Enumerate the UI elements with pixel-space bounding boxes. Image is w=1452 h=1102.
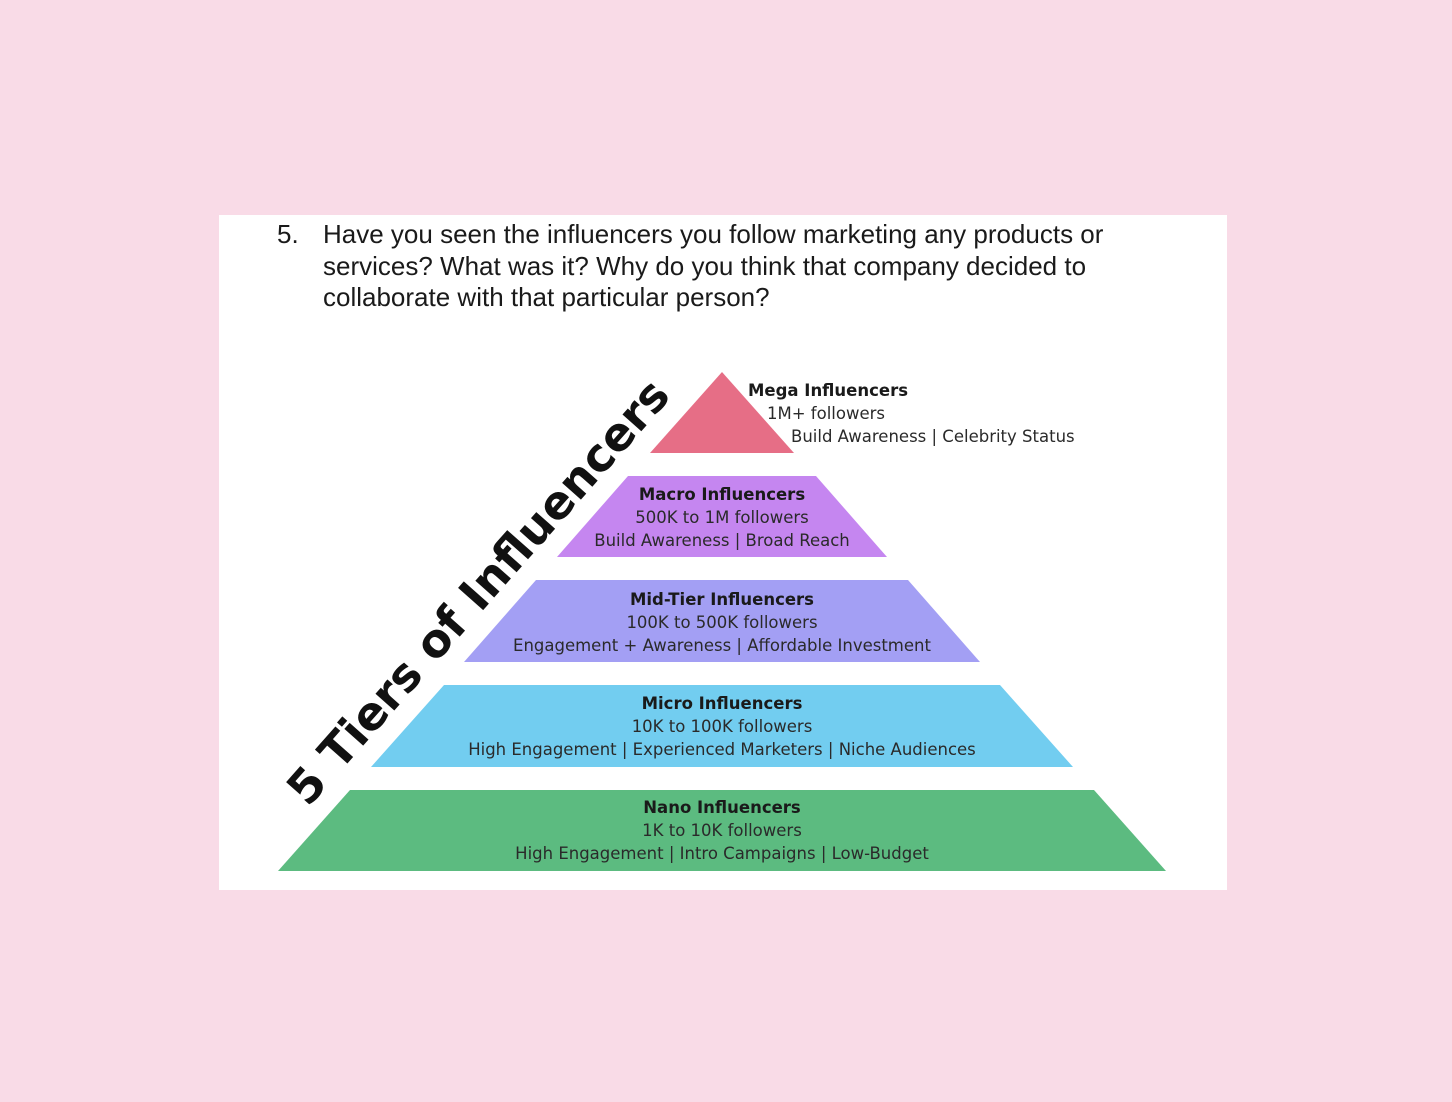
tier-nano-shape	[278, 790, 1166, 871]
tier-mega-followers: 1M+ followers	[767, 404, 885, 423]
tier-micro-name: Micro Influencers	[642, 694, 803, 713]
tier-macro-shape	[557, 476, 887, 557]
question-text: Have you seen the influencers you follow…	[323, 219, 1104, 312]
tier-nano-goals: High Engagement | Intro Campaigns | Low-…	[515, 844, 929, 863]
tier-macro-name: Macro Influencers	[639, 485, 805, 504]
tier-midtier-followers: 100K to 500K followers	[626, 613, 817, 632]
tier-mega-name: Mega Influencers	[748, 381, 908, 400]
tier-nano-name: Nano Influencers	[643, 798, 801, 817]
tier-micro-shape	[371, 685, 1073, 767]
tier-nano-followers: 1K to 10K followers	[642, 821, 802, 840]
worksheet-card: 5. Have you seen the influencers you fol…	[219, 215, 1227, 890]
tier-midtier-shape	[464, 580, 980, 662]
tier-macro-goals: Build Awareness | Broad Reach	[594, 531, 850, 550]
tier-micro-goals: High Engagement | Experienced Marketers …	[468, 740, 976, 759]
influencer-pyramid: Mega Influencers 1M+ followers Build Awa…	[276, 368, 1166, 871]
tier-macro-followers: 500K to 1M followers	[635, 508, 809, 527]
tier-micro-followers: 10K to 100K followers	[632, 717, 813, 736]
tier-mega-shape	[650, 372, 794, 453]
tier-midtier-goals: Engagement + Awareness | Affordable Inve…	[513, 636, 931, 655]
tier-midtier-name: Mid-Tier Influencers	[630, 590, 814, 609]
tier-mega-goals: Build Awareness | Celebrity Status	[791, 427, 1075, 446]
question-number: 5.	[277, 219, 299, 249]
